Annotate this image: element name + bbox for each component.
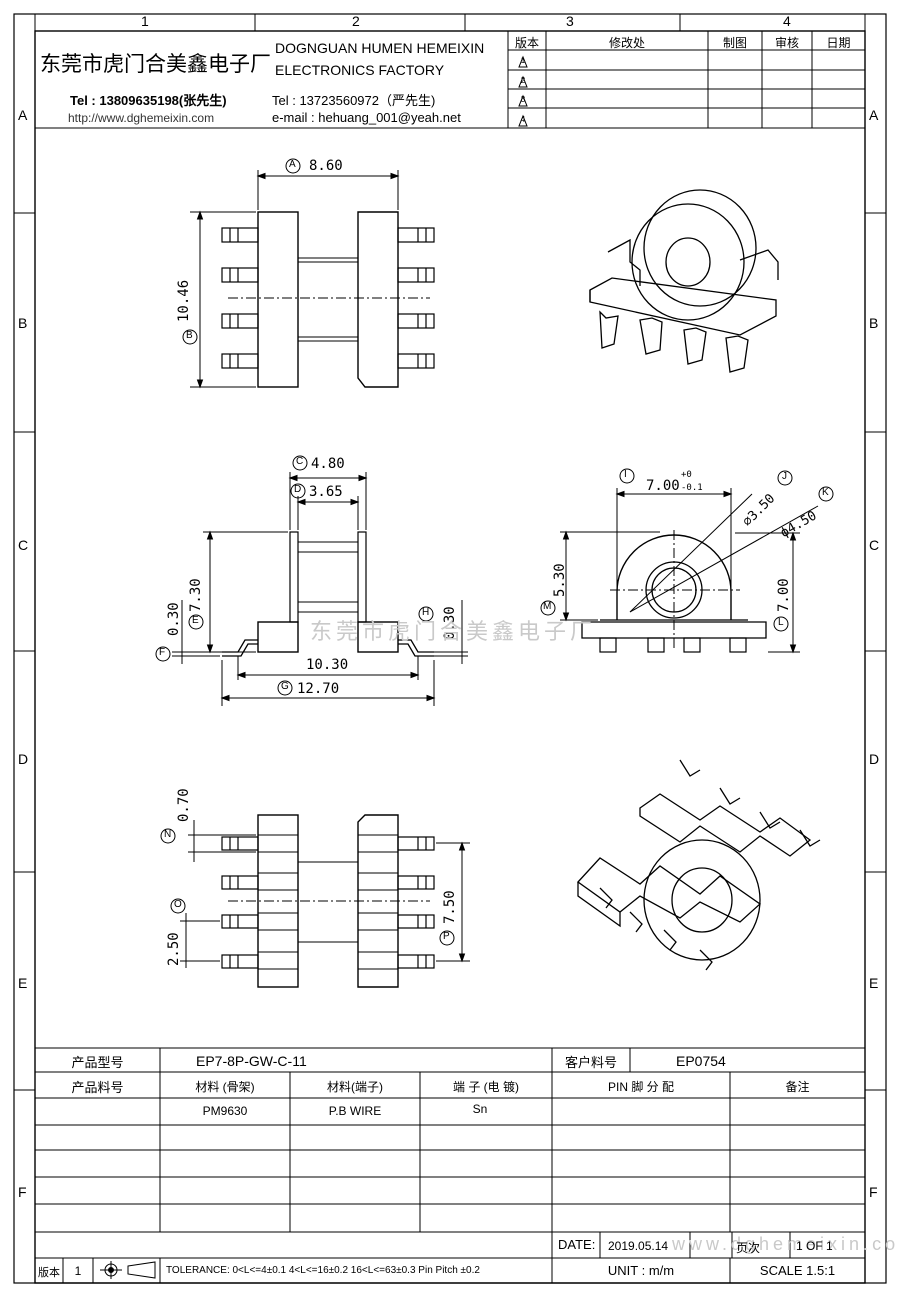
dim-n-value: 0.70 <box>176 788 192 822</box>
material-terminal-value: P.B WIRE <box>328 1104 382 1118</box>
dim-letter-n: N <box>164 829 172 840</box>
dim-e-value: 7.30 <box>188 578 204 612</box>
remarks-label: 备注 <box>785 1080 810 1094</box>
grid-row-label-b-left: B <box>18 315 28 331</box>
bottom-view <box>160 814 470 988</box>
front-view <box>155 455 468 706</box>
dim-letter-g: G <box>281 681 289 692</box>
dim-letter-c: C <box>296 456 304 467</box>
grid-col-label-1: 1 <box>141 13 149 29</box>
dim-letter-l: L <box>778 617 784 628</box>
dim-letter-i: I <box>624 469 627 480</box>
dim-c-value: 4.80 <box>311 456 345 472</box>
dim-letter-j: J <box>782 471 787 482</box>
grid-row-label-c-right: C <box>869 537 880 553</box>
grid-col-label-4: 4 <box>783 13 791 29</box>
date-value: 2019.05.14 <box>608 1239 669 1253</box>
date-label: DATE: <box>558 1237 596 1252</box>
dim-b-value: 10.46 <box>176 279 192 322</box>
revision-header-change: 修改处 <box>608 36 645 50</box>
product-model-value: EP7-8P-GW-C-11 <box>196 1053 307 1069</box>
company-name-en-line2: ELECTRONICS FACTORY <box>275 62 445 78</box>
grid-row-label-f-left: F <box>18 1184 27 1200</box>
grid-row-label-a-right: A <box>869 107 879 123</box>
terminal-plating-value: Sn <box>472 1102 488 1116</box>
grid-row-label-e-left: E <box>18 975 28 991</box>
dim-i-tol-upper: +0 <box>681 470 692 480</box>
revision-number-4: 4 <box>520 115 526 124</box>
dim-letter-h: H <box>422 607 430 618</box>
top-view <box>182 158 435 389</box>
dim-o-value: 2.50 <box>166 932 182 966</box>
scale-text: SCALE 1.5:1 <box>759 1263 836 1278</box>
company-name-cn: 东莞市虎门合美鑫电子厂 <box>40 53 271 76</box>
grid-row-label-c-left: C <box>18 537 29 553</box>
watermark-company: 东莞市虎门合美鑫电子厂 <box>310 619 597 644</box>
terminal-plating-label: 端 子 (电 镀) <box>453 1080 519 1094</box>
material-terminal-label: 材料(端子) <box>327 1080 383 1094</box>
material-bobbin-value: PM9630 <box>202 1104 248 1118</box>
revision-header-checked: 审核 <box>774 36 799 50</box>
material-bobbin-label: 材料 (骨架) <box>195 1080 255 1094</box>
dim-i-tol-lower: -0.1 <box>681 483 703 493</box>
dim-letter-f: F <box>159 647 166 658</box>
dim-a-value: 8.60 <box>309 158 343 174</box>
revision-header-version: 版本 <box>514 36 539 50</box>
isometric-view-bottom <box>577 759 821 971</box>
revision-number-2: 2 <box>520 76 526 85</box>
revision-header-drawn: 制图 <box>722 36 747 50</box>
dim-letter-k: K <box>822 487 829 498</box>
website-link[interactable]: http://www.dghemeixin.com <box>68 111 215 125</box>
company-name-en-line1: DOGNGUAN HUMEN HEMEIXIN <box>275 40 485 56</box>
isometric-view-top <box>589 189 779 373</box>
dim-base-value: 10.30 <box>306 657 349 673</box>
dim-letter-b: B <box>186 330 193 341</box>
dim-i-value: 7.00 <box>646 478 680 494</box>
revision-number-3: 3 <box>520 95 526 104</box>
product-model-label: 产品型号 <box>71 1055 124 1070</box>
revision-header-date: 日期 <box>826 36 851 50</box>
grid-row-label-a-left: A <box>18 107 28 123</box>
dim-letter-p: P <box>443 931 450 942</box>
side-view <box>540 468 834 654</box>
page-label: 页次 <box>736 1241 761 1255</box>
phone-2: Tel : 13723560972（严先生) <box>272 93 436 108</box>
tolerance-text: TOLERANCE: 0<L<=4±0.1 4<L<=16±0.2 16<L<=… <box>166 1265 480 1276</box>
email-link[interactable]: e-mail : hehuang_001@yeah.net <box>272 110 461 125</box>
grid-row-label-e-right: E <box>869 975 879 991</box>
grid-row-label-d-right: D <box>869 751 880 767</box>
pin-assignment-label: PIN 脚 分 配 <box>607 1080 674 1094</box>
dim-letter-e: E <box>192 615 199 626</box>
dim-letter-a: A <box>289 159 296 170</box>
page-value: 1 OF 1 <box>796 1239 833 1253</box>
product-part-label: 产品料号 <box>71 1080 124 1095</box>
grid-row-label-f-right: F <box>869 1184 878 1200</box>
dim-d-value: 3.65 <box>309 484 343 500</box>
watermark-url: www.dghemeixin.com <box>672 1234 900 1254</box>
dim-f-value: 0.30 <box>166 602 182 636</box>
dim-m-value: 5.30 <box>552 563 568 597</box>
grid-row-label-b-right: B <box>869 315 879 331</box>
dim-letter-o: O <box>174 899 182 910</box>
version-label: 版本 <box>38 1267 60 1279</box>
phone-1: Tel : 13809635198(张先生) <box>70 93 227 108</box>
dim-l-value: 7.00 <box>776 578 792 612</box>
grid-row-label-d-left: D <box>18 751 29 767</box>
version-value: 1 <box>74 1264 82 1278</box>
dim-letter-d: D <box>294 484 302 495</box>
unit-text: UNIT : m/m <box>607 1263 675 1278</box>
grid-col-label-3: 3 <box>566 13 574 29</box>
customer-part-label: 客户料号 <box>564 1055 617 1070</box>
dim-g-value: 12.70 <box>297 681 340 697</box>
revision-number-1: 1 <box>520 56 526 65</box>
customer-part-value: EP0754 <box>676 1053 726 1069</box>
grid-col-label-2: 2 <box>352 13 360 29</box>
dim-letter-m: M <box>543 601 552 612</box>
dim-p-value: 7.50 <box>442 890 458 924</box>
